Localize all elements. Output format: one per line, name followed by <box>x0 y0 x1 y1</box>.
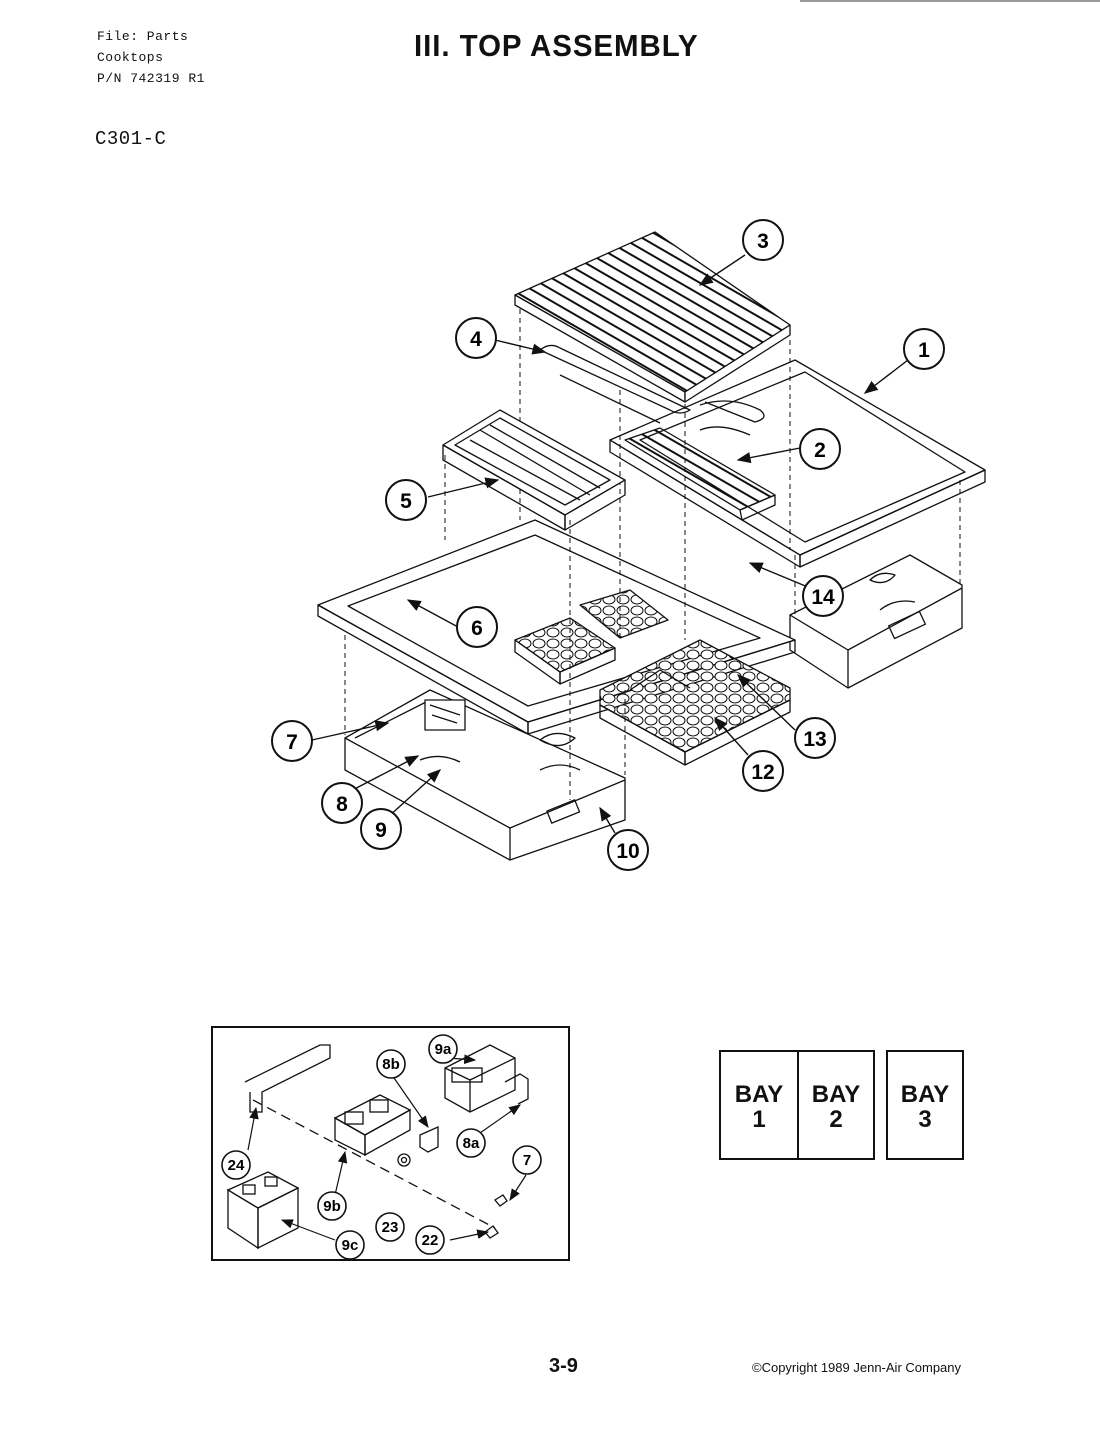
svg-text:8a: 8a <box>463 1135 480 1152</box>
grate-cartridge <box>442 409 626 531</box>
inset-callout-22: 22 <box>415 1225 445 1255</box>
part-number-line: P/N 742319 R1 <box>97 71 205 86</box>
callouts: 3 4 1 2 5 14 6 7 13 12 8 9 10 <box>271 219 945 871</box>
inset-callout-8a: 8a <box>456 1128 486 1158</box>
bay1-pan <box>344 689 626 861</box>
svg-text:7: 7 <box>286 731 298 754</box>
bay-3: BAY 3 <box>886 1050 964 1160</box>
callout-4: 4 <box>455 317 497 359</box>
copyright: ©Copyright 1989 Jenn-Air Company <box>752 1360 962 1375</box>
category-line: Cooktops <box>97 50 164 65</box>
svg-text:9: 9 <box>375 819 387 842</box>
svg-text:4: 4 <box>470 328 482 351</box>
svg-text:8: 8 <box>336 793 348 816</box>
bay3-pan <box>789 554 963 689</box>
grill-grate <box>514 231 791 403</box>
svg-text:22: 22 <box>422 1232 439 1249</box>
callout-8: 8 <box>321 782 363 824</box>
file-line: File: Parts <box>97 29 189 44</box>
callout-3: 3 <box>742 219 784 261</box>
inset-callout-8b: 8b <box>376 1049 406 1079</box>
callout-1: 1 <box>903 328 945 370</box>
bay-1-number: 1 <box>752 1106 766 1133</box>
inset-callout-24: 24 <box>221 1150 251 1180</box>
svg-text:14: 14 <box>811 586 835 609</box>
model-number: C301-C <box>95 128 167 150</box>
top-rule <box>800 0 1100 2</box>
file-info: File: Parts Cooktops P/N 742319 R1 <box>97 26 205 89</box>
svg-text:3: 3 <box>757 230 769 253</box>
right-frame <box>609 359 986 568</box>
inset-callout-9c: 9c <box>335 1230 365 1260</box>
callout-5: 5 <box>385 479 427 521</box>
rock-grate-small <box>514 589 669 685</box>
bay-1-word: BAY <box>734 1081 784 1108</box>
callout-14: 14 <box>802 575 844 617</box>
bay-3-word: BAY <box>900 1081 950 1108</box>
callout-13: 13 <box>794 717 836 759</box>
callout-12: 12 <box>742 750 784 792</box>
svg-text:9a: 9a <box>435 1041 452 1058</box>
svg-text:1: 1 <box>918 339 930 362</box>
inset-callout-9a: 9a <box>428 1034 458 1064</box>
leader-arrows <box>311 254 909 834</box>
callout-7: 7 <box>271 720 313 762</box>
inset-callout-7: 7 <box>512 1145 542 1175</box>
callout-9: 9 <box>360 808 402 850</box>
svg-text:12: 12 <box>751 761 774 784</box>
inset-callout-9b-lower: 9b <box>317 1191 347 1221</box>
grill-element <box>539 344 765 436</box>
bay-3-number: 3 <box>918 1106 932 1133</box>
svg-text:8b: 8b <box>382 1056 400 1073</box>
svg-text:13: 13 <box>803 728 826 751</box>
bay-2-number: 2 <box>829 1106 843 1133</box>
page-title: III. TOP ASSEMBLY <box>414 28 699 63</box>
svg-text:9c: 9c <box>342 1237 359 1254</box>
callout-10: 10 <box>607 829 649 871</box>
svg-text:10: 10 <box>616 840 639 863</box>
svg-text:5: 5 <box>400 490 412 513</box>
inset-detail: 24 9b 8b 9a 8a 7 23 22 9c <box>211 1026 570 1261</box>
bay-1: BAY 1 <box>719 1050 799 1160</box>
bay-2-word: BAY <box>811 1081 861 1108</box>
svg-text:2: 2 <box>814 439 826 462</box>
inset-callout-23: 23 <box>375 1212 405 1242</box>
griddle <box>624 427 776 521</box>
svg-text:6: 6 <box>471 617 483 640</box>
callout-2: 2 <box>799 428 841 470</box>
callout-6: 6 <box>456 606 498 648</box>
svg-text:24: 24 <box>228 1157 245 1174</box>
svg-text:23: 23 <box>382 1219 399 1236</box>
svg-text:7: 7 <box>523 1152 531 1169</box>
svg-text:9b: 9b <box>323 1198 341 1215</box>
bay-2: BAY 2 <box>797 1050 875 1160</box>
page-number: 3-9 <box>549 1355 578 1377</box>
bay2-rock-pan <box>599 639 791 766</box>
